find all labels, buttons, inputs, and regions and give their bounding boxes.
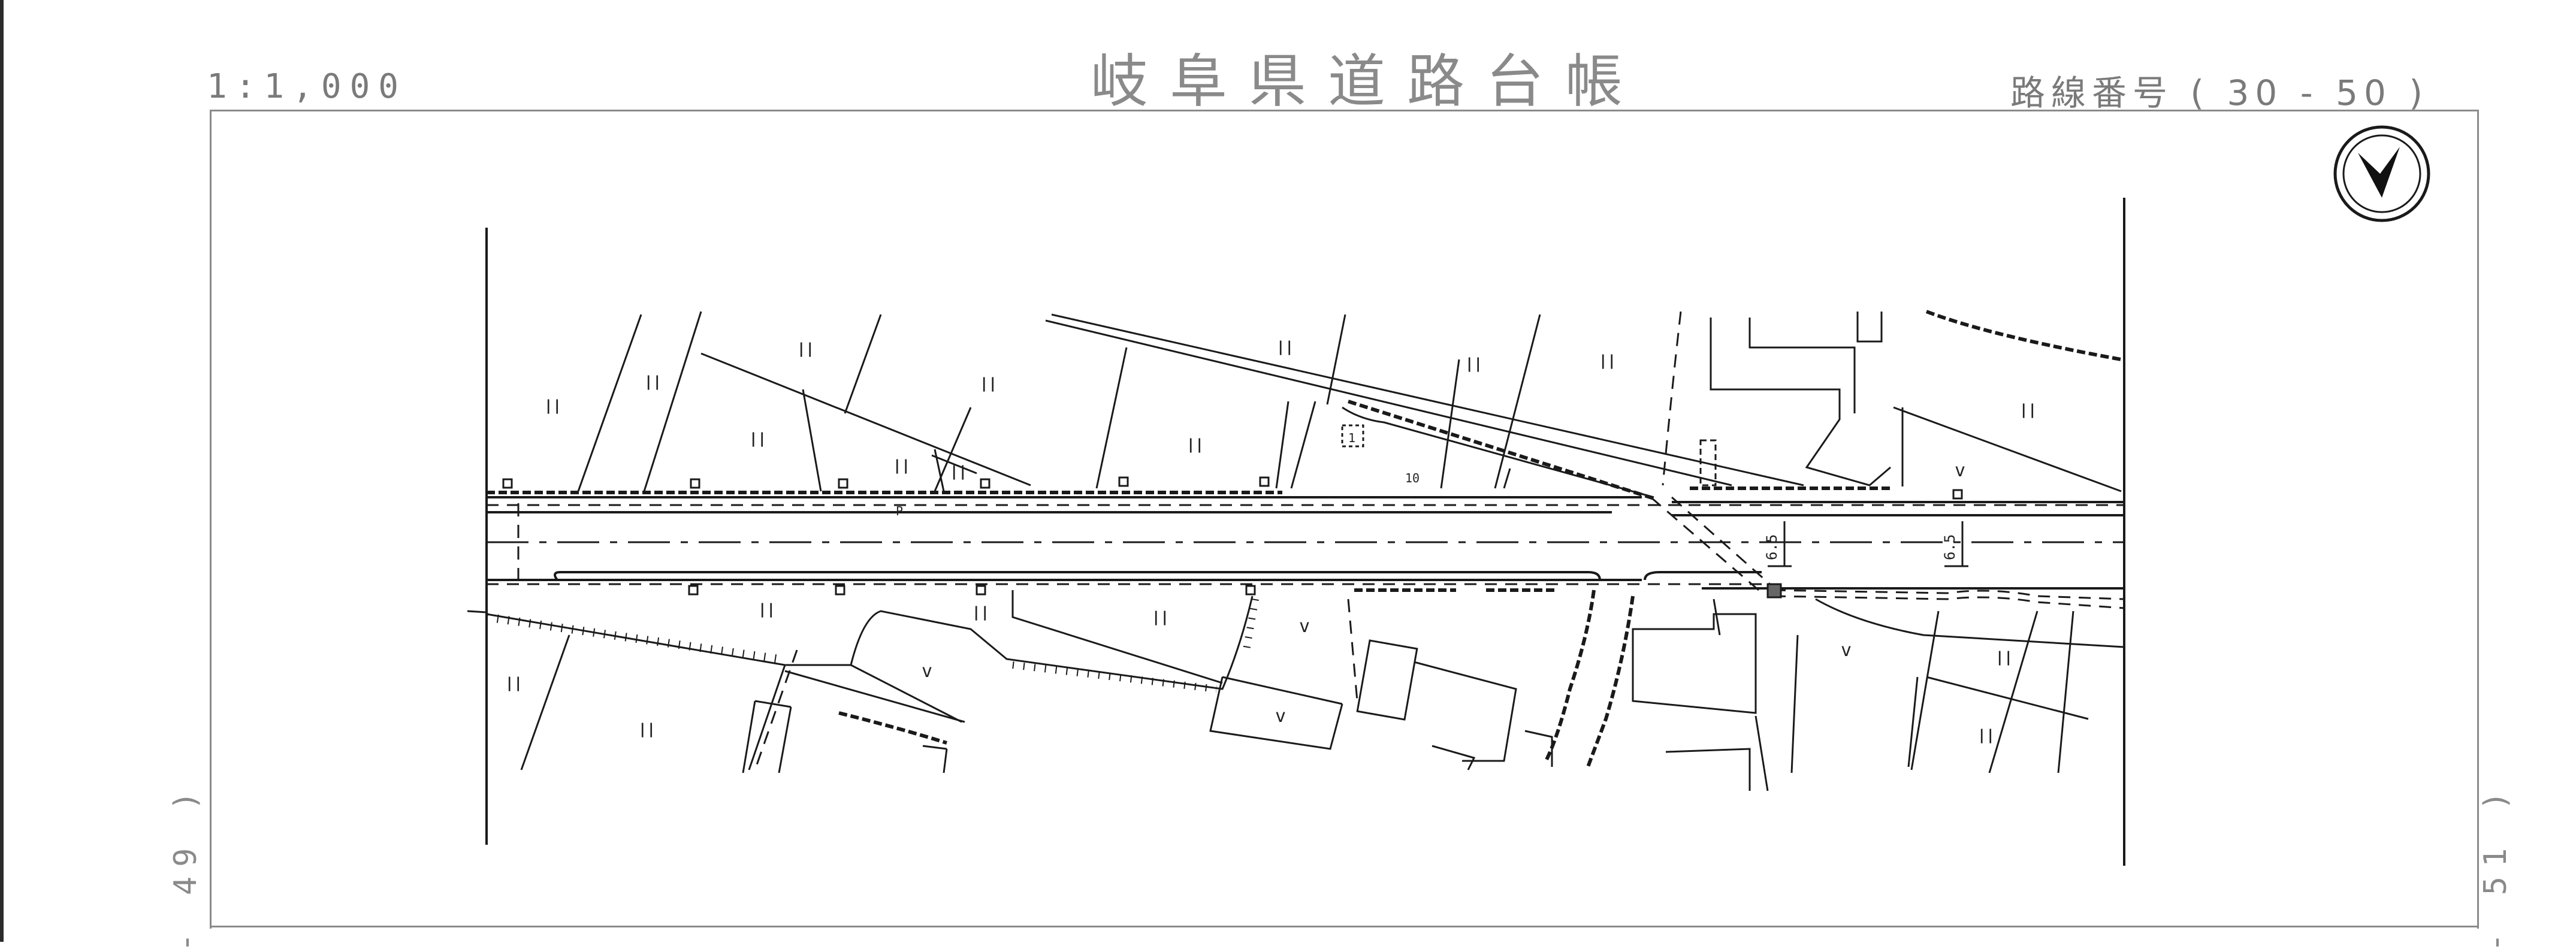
map-boundary-lines — [485, 198, 2125, 866]
marker-label: 1 — [1348, 431, 1355, 445]
roadside-symbols — [502, 476, 1963, 599]
parcel-mark: || — [2019, 401, 2037, 418]
field-mark-group: v v v v v — [922, 460, 1965, 727]
marker-label: 10 — [1405, 471, 1420, 485]
road-width-label: 6.5 — [1763, 534, 1780, 560]
parcel-mark: || — [1599, 352, 1616, 369]
parcel-mark: || — [1977, 727, 1995, 744]
parking-label: P — [896, 504, 903, 518]
field-mark: v — [1841, 640, 1852, 661]
parcel-mark: || — [893, 457, 910, 474]
road-dashed-edges — [487, 504, 2125, 609]
road-width-label: 6.5 — [1941, 534, 1958, 560]
parcel-mark: || — [1995, 649, 2013, 666]
width-dimension-markers — [1768, 521, 1968, 567]
road-edges — [487, 496, 2124, 590]
map-frame-bottom-rule — [210, 926, 2479, 927]
parcel-mark: || — [980, 375, 997, 392]
route-number: 路線番号 ( 30 - 50 ) — [2010, 72, 2429, 113]
field-mark: v — [922, 661, 932, 682]
parcel-mark: || — [950, 463, 967, 480]
field-mark: v — [1299, 616, 1310, 637]
parcel-mark: || — [638, 721, 656, 738]
map-frame — [210, 110, 2479, 929]
parcel-mark: || — [758, 601, 775, 618]
page-title: 岐阜県道路台帳 — [1091, 48, 1644, 115]
parcel-mark: || — [797, 340, 814, 357]
parcel-mark: || — [1465, 355, 1482, 372]
parcel-mark: || — [749, 430, 766, 447]
field-mark: v — [1275, 706, 1286, 727]
parcel-mark: || — [1186, 436, 1204, 453]
parcel-mark: || — [972, 604, 989, 621]
roadside-hedge-lines — [487, 310, 2122, 768]
dashed-boundaries — [485, 311, 2125, 770]
north-arrow-icon — [2333, 125, 2430, 222]
parcel-boundaries — [467, 311, 2125, 791]
parcel-mark: || — [544, 397, 561, 414]
parcel-mark-group: || || || || || || || || || || || || || |… — [505, 339, 2037, 744]
parcel-mark: || — [644, 373, 662, 390]
parcel-mark: || — [1276, 339, 1294, 355]
map-scale: 1:1,000 — [207, 67, 407, 106]
parcel-mark: || — [505, 675, 523, 691]
field-mark: v — [1955, 460, 1965, 481]
left-edge-rule — [0, 0, 4, 942]
parcel-mark: || — [1152, 609, 1169, 625]
